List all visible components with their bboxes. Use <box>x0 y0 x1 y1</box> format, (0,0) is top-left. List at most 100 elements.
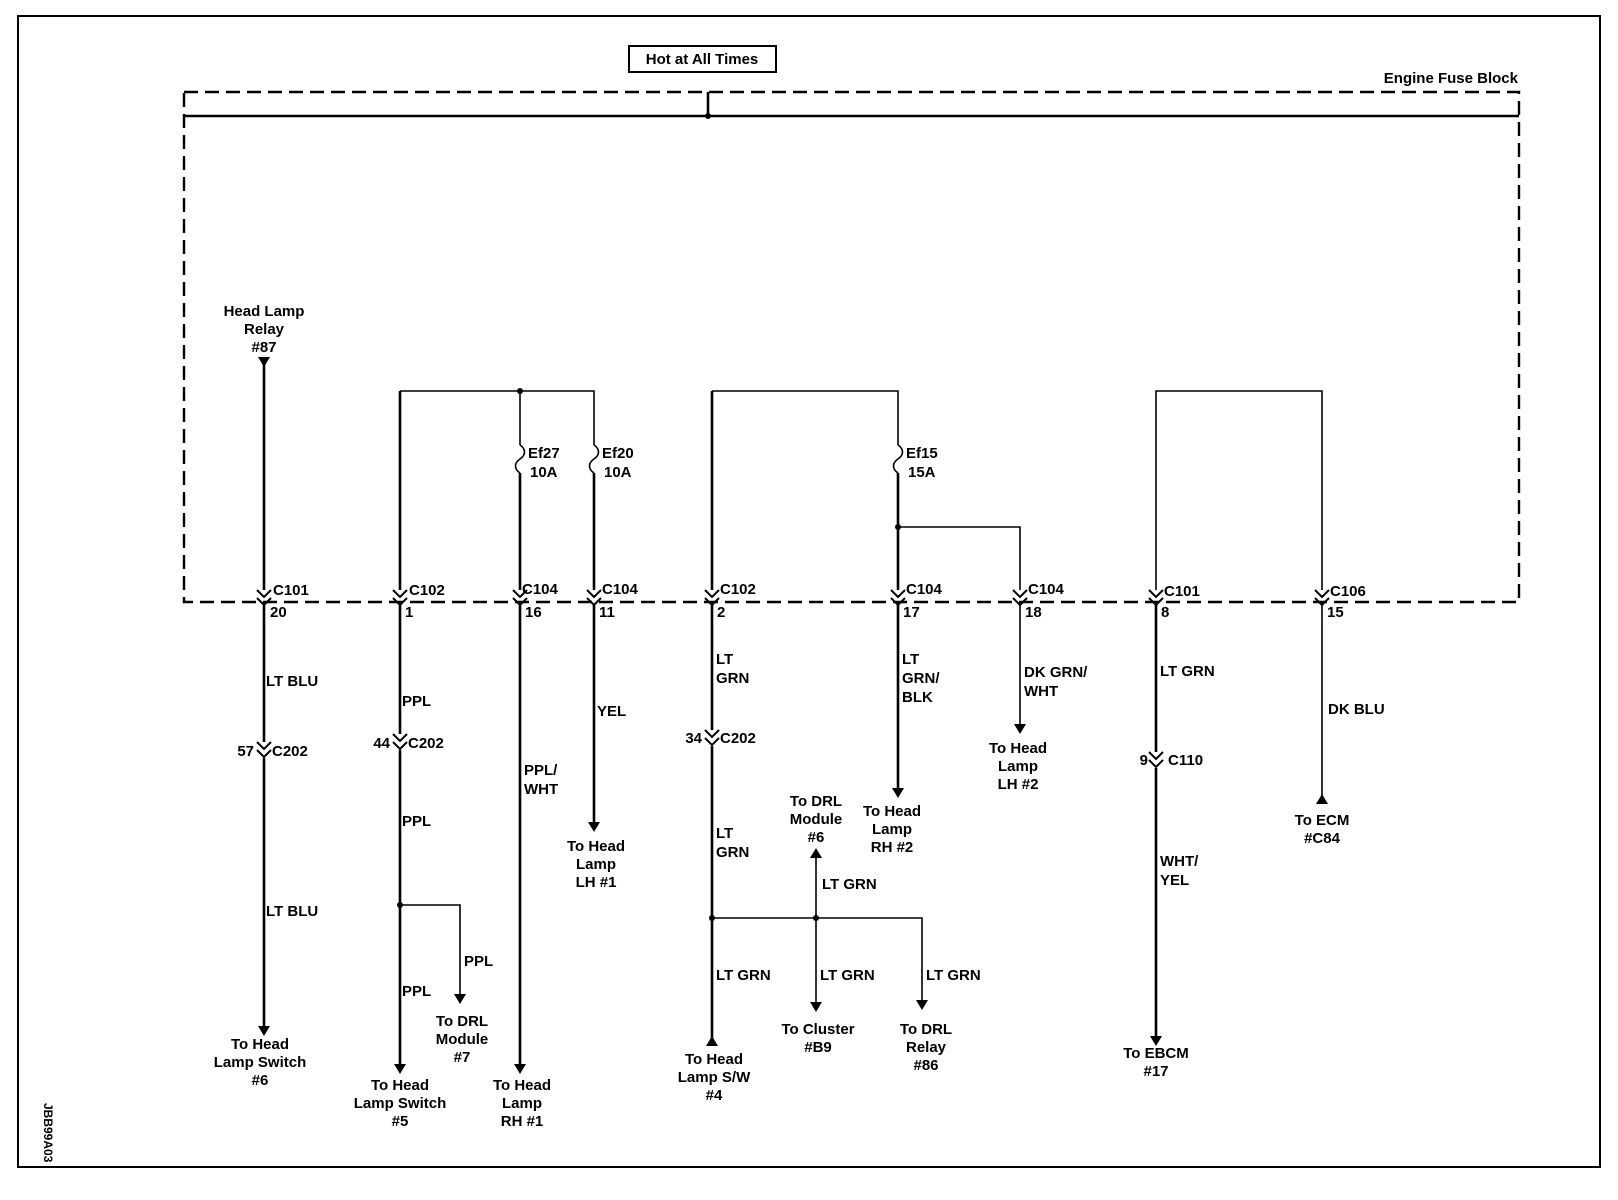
wire-color: PPL <box>402 813 431 830</box>
arrow-head-lamp-rh2 <box>892 788 904 798</box>
dest-line: Lamp Switch <box>354 1095 447 1112</box>
dest-line: RH #2 <box>871 839 914 856</box>
feed-c-bus <box>1155 390 1323 590</box>
wire-color: GRN <box>716 670 749 687</box>
arrow-drl-module-7 <box>454 994 466 1004</box>
dest-line: To DRL <box>436 1013 488 1030</box>
connector-pin: 15 <box>1327 604 1344 621</box>
relay-line-3: #87 <box>251 339 276 356</box>
dest-head-lamp-rh2: To Head Lamp RH #2 <box>863 803 921 856</box>
connector-label: C102 <box>409 582 445 599</box>
connector-c104-16-icon <box>512 589 528 607</box>
dest-line: RH #1 <box>501 1113 544 1130</box>
connector-c101-20-icon <box>256 589 272 607</box>
arrow-drl-module-6 <box>810 848 822 858</box>
wire-color: LT GRN <box>820 967 875 984</box>
inline-connector-label: C202 <box>720 730 756 747</box>
dest-line: #6 <box>808 829 825 846</box>
connector-c106-15-icon <box>1314 589 1330 607</box>
connector-c102-1-icon <box>392 589 408 607</box>
wire-color: LT <box>902 651 919 668</box>
dest-line: #4 <box>706 1087 723 1104</box>
diagram-id: JBB99A03 <box>41 1103 55 1163</box>
dest-line: Lamp Switch <box>214 1054 307 1071</box>
inline-connector-pin: 9 <box>1140 752 1148 769</box>
inline-connector-pin: 44 <box>373 735 390 752</box>
fuse-rating: 10A <box>530 464 558 481</box>
wire-color: LT GRN <box>716 967 771 984</box>
wire-color: LT GRN <box>926 967 981 984</box>
dest-head-lamp-lh1: To Head Lamp LH #1 <box>567 838 625 891</box>
wire-color: WHT/ <box>1160 853 1199 870</box>
inline-connector-symbols <box>256 729 1164 769</box>
arrow-cluster-b9 <box>810 1002 822 1012</box>
connector-pin: 17 <box>903 604 920 621</box>
dest-line: To DRL <box>900 1021 952 1038</box>
connector-pin: 16 <box>525 604 542 621</box>
dest-line: To Head <box>989 740 1047 757</box>
dest-line: #C84 <box>1304 830 1341 847</box>
connector-label: C101 <box>1164 583 1200 600</box>
fuse-rating: 15A <box>908 464 936 481</box>
dest-line: Module <box>436 1031 489 1048</box>
connector-pin: 20 <box>270 604 287 621</box>
connector-label: C106 <box>1330 583 1366 600</box>
dest-line: LH #2 <box>998 776 1039 793</box>
wire-color-labels: LT BLU LT BLU PPL PPL PPL PPL PPL/ WHT Y… <box>266 651 1385 1000</box>
dest-drl-module-6: To DRL Module #6 <box>790 793 843 846</box>
arrow-head-lamp-switch-6 <box>258 1026 270 1036</box>
inline-connector-label: C202 <box>272 743 308 760</box>
wire-color: LT <box>716 825 733 842</box>
connector-c101-8-icon <box>1148 589 1164 607</box>
dest-line: #B9 <box>804 1039 832 1056</box>
wire-color: GRN <box>716 844 749 861</box>
dest-line: #86 <box>913 1057 938 1074</box>
connector-pin: 2 <box>717 604 725 621</box>
arrow-head-lamp-switch-5 <box>394 1064 406 1074</box>
dest-line: Relay <box>906 1039 947 1056</box>
wire-color: LT <box>716 651 733 668</box>
arrow-head-lamp-rh1 <box>514 1064 526 1074</box>
dest-ebcm: To EBCM #17 <box>1123 1045 1189 1080</box>
feed-a-bus <box>400 390 595 445</box>
connector-c202-57-icon <box>256 741 272 759</box>
dest-line: Lamp <box>872 821 912 838</box>
dest-line: To Head <box>685 1051 743 1068</box>
wire-color: DK GRN/ <box>1024 664 1088 681</box>
connector-symbols <box>256 589 1330 607</box>
wire-ef15-c104-18 <box>898 526 1021 590</box>
dest-line: Lamp <box>998 758 1038 775</box>
wire-color: YEL <box>597 703 626 720</box>
dest-line: Module <box>790 811 843 828</box>
inline-connector-label: C202 <box>408 735 444 752</box>
arrow-head-lamp-lh1 <box>588 822 600 832</box>
connector-label: C104 <box>906 581 943 598</box>
dest-line: To DRL <box>790 793 842 810</box>
dest-line: LH #1 <box>576 874 617 891</box>
dest-line: #17 <box>1143 1063 1168 1080</box>
destination-arrows <box>258 724 1328 1074</box>
dest-line: To EBCM <box>1123 1045 1189 1062</box>
dest-line: Lamp S/W <box>678 1069 751 1086</box>
dest-head-lamp-switch-5: To Head Lamp Switch #5 <box>354 1077 447 1130</box>
fuse-ef20-icon <box>588 444 600 474</box>
wire-color: DK BLU <box>1328 701 1385 718</box>
dest-line: #6 <box>252 1072 269 1089</box>
arrow-head-lamp-lh2 <box>1014 724 1026 734</box>
connector-label: C104 <box>522 581 559 598</box>
connector-labels: C101 20 C102 1 C104 16 C104 11 C102 2 C1… <box>270 581 1366 621</box>
fuse-name: Ef20 <box>602 445 634 462</box>
connector-pin: 8 <box>1161 604 1169 621</box>
connector-label: C104 <box>1028 581 1065 598</box>
wire-color: LT GRN <box>822 876 877 893</box>
arrow-ecm <box>1316 794 1328 804</box>
connector-c202-44-icon <box>392 733 408 751</box>
dest-line: To Head <box>371 1077 429 1094</box>
relay-line-1: Head Lamp <box>224 303 305 320</box>
inline-connector-pin: 57 <box>237 743 254 760</box>
dest-head-lamp-switch-6: To Head Lamp Switch #6 <box>214 1036 307 1089</box>
fuse-name: Ef27 <box>528 445 560 462</box>
fuse-ef27-icon <box>514 444 526 474</box>
connector-c110-9-icon <box>1148 751 1164 769</box>
